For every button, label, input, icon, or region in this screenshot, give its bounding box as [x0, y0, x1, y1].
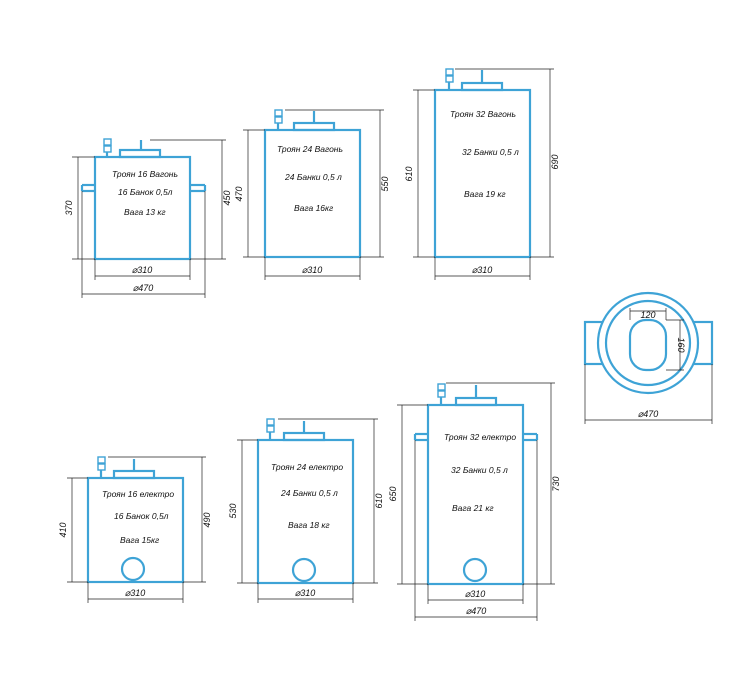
tank-24-vagon: Троян 24 Вагонь 24 Банки 0,5 л Вага 16кг… — [234, 109, 390, 280]
tank-label-weight: Вага 21 кг — [452, 503, 494, 513]
tank-label-name: Троян 32 електро — [444, 432, 516, 442]
dim-height-total: 490 — [202, 512, 212, 527]
dim-diameter-body: ⌀310 — [295, 588, 315, 598]
dim-opening-height: 160 — [676, 337, 686, 352]
tank-label-name: Троян 16 електро — [102, 489, 174, 499]
tank-label-cans: 32 Банки 0,5 л — [462, 147, 519, 157]
dim-diameter-body: ⌀310 — [132, 265, 152, 275]
tank-label-name: Троян 32 Вагонь — [450, 109, 516, 119]
dim-height-total: 690 — [550, 154, 560, 169]
opening — [628, 318, 668, 372]
tank-label-cans: 24 Банки 0,5 л — [280, 488, 338, 498]
dim-height-body: 610 — [404, 166, 414, 181]
dim-height-body: 650 — [388, 486, 398, 501]
top-view: 120 160 ⌀470 — [583, 291, 714, 424]
tank-label-name: Троян 16 Вагонь — [112, 169, 178, 179]
tank-label-cans: 16 Банок 0,5л — [118, 187, 173, 197]
tank-32-vagon: Троян 32 Вагонь 32 Банки 0,5 л Вага 19 к… — [404, 68, 560, 280]
tank-label-weight: Вага 13 кг — [124, 207, 166, 217]
dim-diameter-total: ⌀470 — [466, 606, 486, 616]
dim-diameter-body: ⌀310 — [125, 588, 145, 598]
valve-icon — [274, 109, 283, 117]
heater-port — [120, 556, 146, 582]
lid — [282, 431, 326, 442]
dim-opening-width: 120 — [640, 310, 655, 320]
lid — [112, 469, 156, 480]
tank-label-weight: Вага 19 кг — [464, 189, 506, 199]
dim-height-body: 530 — [228, 503, 238, 518]
tank-label-weight: Вага 15кг — [120, 535, 159, 545]
tank-label-cans: 32 Банки 0,5 л — [451, 465, 508, 475]
lid — [118, 148, 162, 159]
tank-label-weight: Вага 18 кг — [288, 520, 330, 530]
dim-height-total: 450 — [222, 190, 232, 205]
dim-diameter-body: ⌀310 — [465, 589, 485, 599]
valve-icon — [445, 68, 454, 76]
tank-label-name: Троян 24 електро — [271, 462, 343, 472]
dim-diameter-total: ⌀470 — [133, 283, 153, 293]
tank-label-cans: 24 Банки 0,5 л — [284, 172, 342, 182]
heater-port — [462, 557, 488, 583]
lid — [292, 121, 336, 132]
valve-icon — [97, 456, 106, 464]
dim-height-body: 370 — [64, 200, 74, 215]
tank-32-electro: Троян 32 електро 32 Банки 0,5 л Вага 21 … — [388, 382, 561, 621]
lid — [460, 81, 504, 92]
lid — [454, 396, 498, 407]
valve-icon — [437, 383, 446, 391]
dim-diameter-total: ⌀470 — [638, 409, 658, 419]
dim-diameter-body: ⌀310 — [302, 265, 322, 275]
tank-16-electro: Троян 16 електро 16 Банок 0,5л Вага 15кг… — [58, 456, 212, 603]
tank-label-name: Троян 24 Вагонь — [277, 144, 343, 154]
valve-icon — [103, 138, 112, 146]
valve-icon — [266, 418, 275, 426]
tank-label-weight: Вага 16кг — [294, 203, 333, 213]
dim-height-body: 470 — [234, 186, 244, 201]
dim-height-total: 610 — [374, 493, 384, 508]
tank-16-vagon: Троян 16 Вагонь 16 Банок 0,5л Вага 13 кг… — [64, 138, 232, 298]
heater-port — [291, 557, 317, 583]
tank-label-cans: 16 Банок 0,5л — [114, 511, 169, 521]
tank-24-electro: Троян 24 електро 24 Банки 0,5 л Вага 18 … — [228, 418, 384, 603]
dim-height-body: 410 — [58, 522, 68, 537]
dim-height-total: 730 — [551, 476, 561, 491]
dim-diameter-body: ⌀310 — [472, 265, 492, 275]
dim-height-total: 550 — [380, 176, 390, 191]
